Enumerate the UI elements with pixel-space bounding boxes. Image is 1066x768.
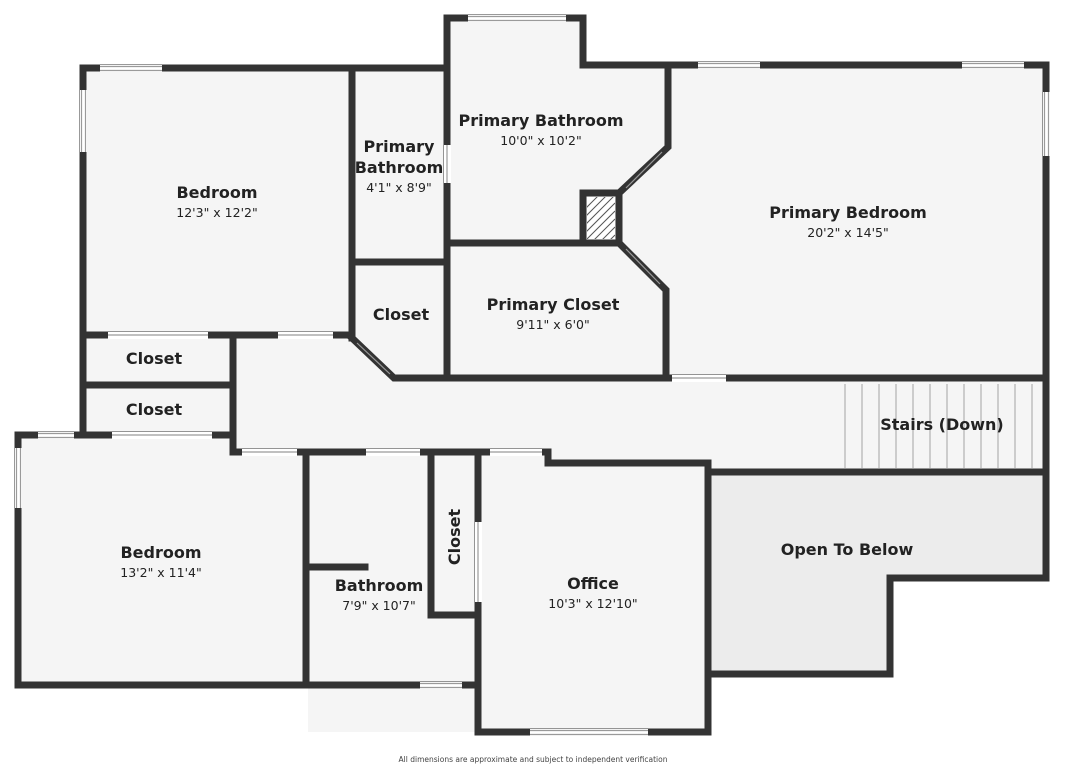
- office-dims: 10'3" x 12'10": [548, 596, 637, 611]
- primary-bath-small-dims: 4'1" x 8'9": [366, 180, 432, 195]
- primary-bath-name: Primary Bathroom: [458, 111, 623, 130]
- primary-bedroom-dims: 20'2" x 14'5": [807, 225, 888, 240]
- open-to-below-area: [708, 472, 1046, 674]
- closet-w2-name: Closet: [126, 400, 183, 419]
- bedroom-sw-dims: 13'2" x 11'4": [120, 565, 201, 580]
- primary-closet-name: Primary Closet: [487, 295, 620, 314]
- primary-bath-small-name-2: Bathroom: [355, 158, 444, 177]
- door-openings: [108, 145, 726, 602]
- closet-mid-name: Closet: [373, 305, 430, 324]
- room-labels: Bedroom 12'3" x 12'2" Primary Bathroom 4…: [120, 111, 1003, 764]
- primary-bedroom-name: Primary Bedroom: [769, 203, 927, 222]
- primary-bath-small-name-1: Primary: [364, 137, 435, 156]
- disclaimer-text: All dimensions are approximate and subje…: [399, 755, 668, 764]
- bedroom-sw-name: Bedroom: [120, 543, 201, 562]
- closet-w1-name: Closet: [126, 349, 183, 368]
- office-name: Office: [567, 574, 619, 593]
- open-below-label: Open To Below: [781, 540, 914, 559]
- walls: [14, 14, 1050, 736]
- windows: [15, 15, 1050, 736]
- bathroom-name: Bathroom: [335, 576, 424, 595]
- closet-vertical-name: Closet: [445, 509, 464, 566]
- stairs-label: Stairs (Down): [880, 415, 1004, 434]
- primary-bath-dims: 10'0" x 10'2": [500, 133, 581, 148]
- bathroom-dims: 7'9" x 10'7": [342, 598, 415, 613]
- bedroom-nw-name: Bedroom: [176, 183, 257, 202]
- chase-hatch: [587, 197, 615, 239]
- stairs: [844, 384, 1033, 468]
- bedroom-nw-dims: 12'3" x 12'2": [176, 205, 257, 220]
- primary-closet-dims: 9'11" x 6'0": [516, 317, 589, 332]
